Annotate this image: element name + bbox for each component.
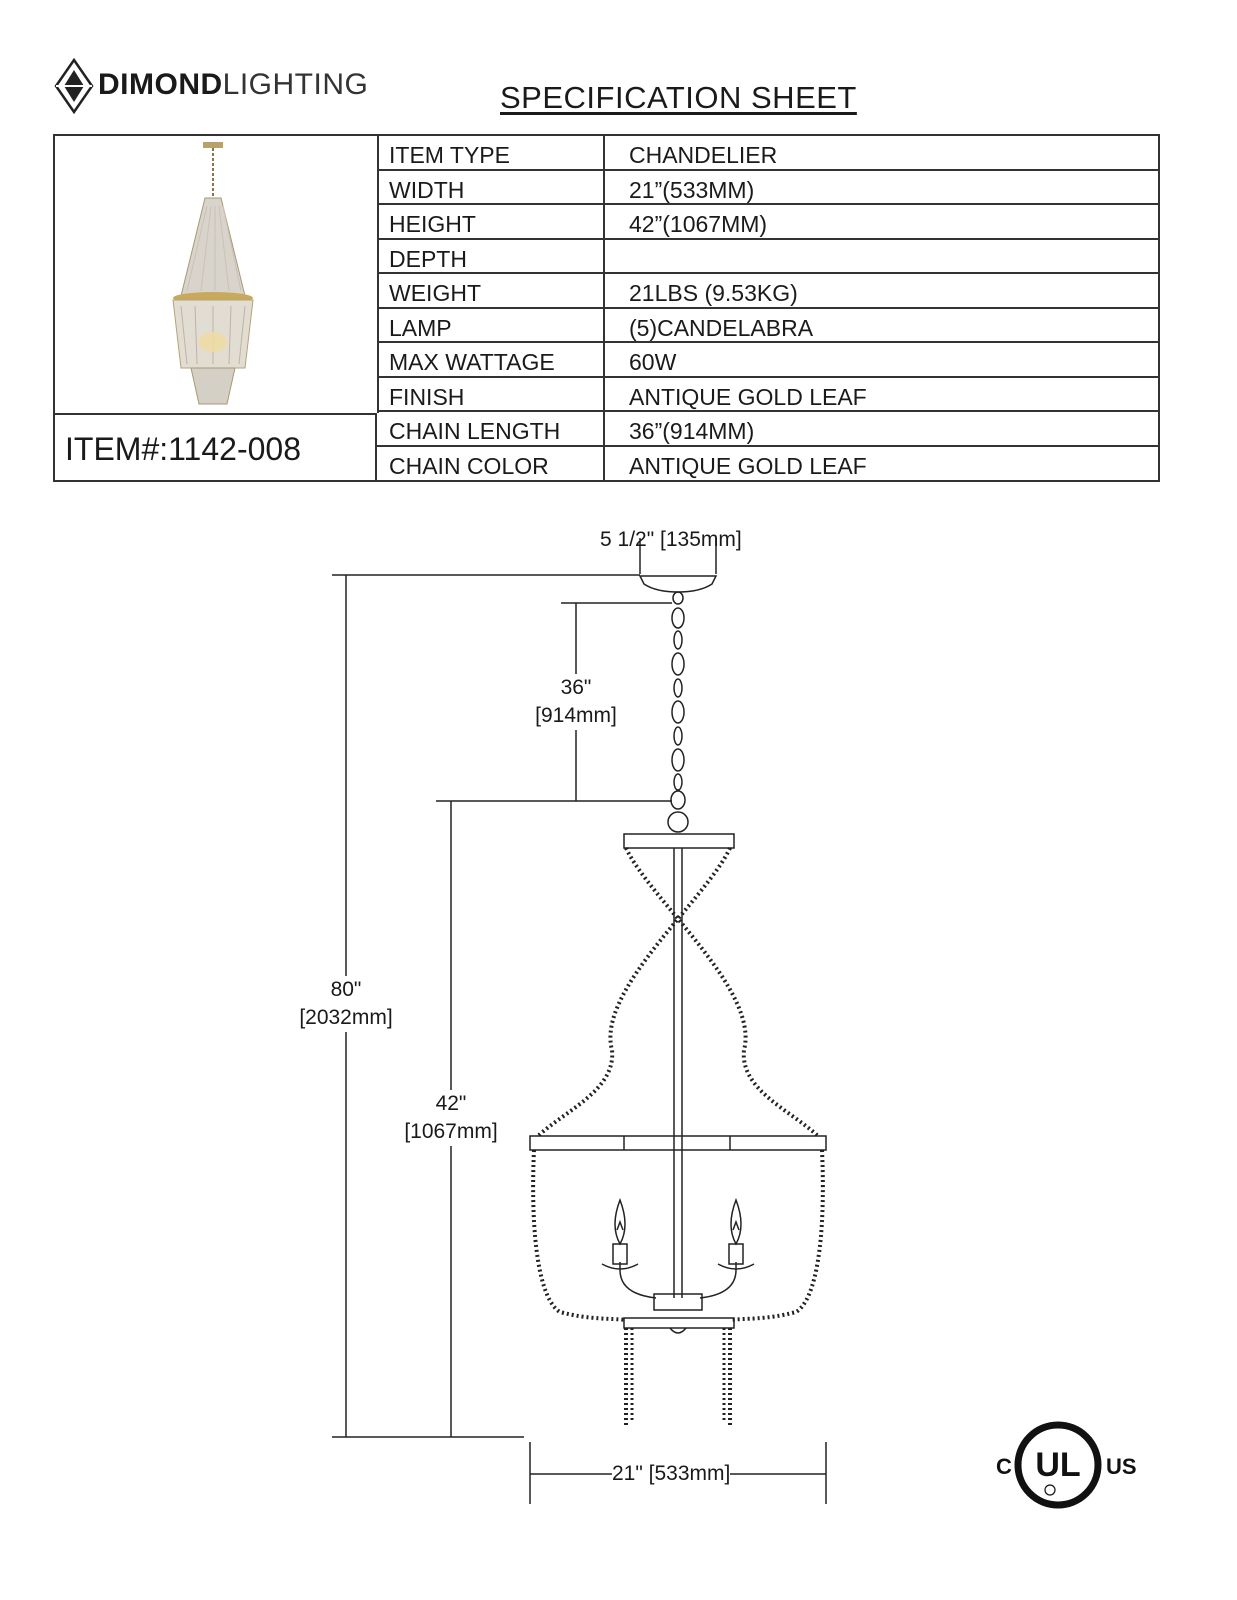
spec-label: FINISH <box>389 383 465 410</box>
item-number-cell: ITEM#:1142-008 <box>55 413 377 482</box>
spec-row: MAX WATTAGE 60W <box>377 343 1160 378</box>
spec-label: DEPTH <box>389 245 467 272</box>
brand-name: DIMONDLIGHTING <box>98 68 368 102</box>
dimension-drawing <box>332 538 827 1504</box>
brand-logo: DIMONDLIGHTING <box>52 57 382 115</box>
spec-rows: ITEM TYPE CHANDELIER WIDTH 21”(533MM) HEIG… <box>377 136 1160 481</box>
cert-right: US <box>1106 1454 1137 1479</box>
spec-row: DEPTH <box>377 239 1160 274</box>
body-dimension: 42" [1067mm] <box>396 1090 506 1146</box>
spec-value: (5)CANDELABRA <box>629 314 814 341</box>
chain-dimension: 36" [914mm] <box>528 674 624 730</box>
ul-certification-logo: C UL US <box>990 1410 1140 1520</box>
chandelier-photo-icon <box>172 142 254 405</box>
spec-row: FINISH ANTIQUE GOLD LEAF <box>377 377 1160 412</box>
overall-dimension-in: 80" <box>330 978 362 1001</box>
spec-value: ANTIQUE GOLD LEAF <box>629 452 867 479</box>
spec-row: LAMP (5)CANDELABRA <box>377 308 1160 343</box>
page-title: SPECIFICATION SHEET <box>500 80 857 115</box>
canopy-dimension: 5 1/2" [135mm] <box>600 528 742 551</box>
overall-dimension: 80" [2032mm] <box>290 976 402 1032</box>
body-dimension-mm: [1067mm] <box>404 1120 498 1143</box>
spec-value: 36”(914MM) <box>629 418 755 444</box>
spec-label: WEIGHT <box>389 280 481 306</box>
spec-label: MAX WATTAGE <box>389 349 555 375</box>
spec-row: ITEM TYPE CHANDELIER <box>377 136 1160 171</box>
spec-row: CHAIN COLOR ANTIQUE GOLD LEAF <box>377 446 1160 481</box>
spec-value: CHANDELIER <box>629 142 778 168</box>
spec-label: WIDTH <box>389 176 465 203</box>
chain-dimension-mm: [914mm] <box>535 704 617 727</box>
item-number: ITEM#:1142-008 <box>65 431 301 467</box>
spec-value: 21LBS (9.53KG) <box>629 280 798 306</box>
spec-label: HEIGHT <box>389 211 476 237</box>
spec-value: 42”(1067MM) <box>629 211 768 237</box>
spec-row: WIDTH 21”(533MM) <box>377 170 1160 205</box>
overall-dimension-mm: [2032mm] <box>299 1006 393 1029</box>
spec-row: CHAIN LENGTH 36”(914MM) <box>377 412 1160 447</box>
brand-name-light: LIGHTING <box>222 68 369 101</box>
spec-label: LAMP <box>389 314 452 341</box>
spec-label: CHAIN LENGTH <box>389 418 561 444</box>
spec-value: ANTIQUE GOLD LEAF <box>629 383 867 410</box>
body-dimension-in: 42" <box>435 1092 467 1115</box>
cert-center: UL <box>1035 1446 1080 1484</box>
spec-label: ITEM TYPE <box>389 142 510 168</box>
product-photo <box>55 136 379 413</box>
cert-left: C <box>996 1454 1012 1479</box>
spec-value: 21”(533MM) <box>629 176 755 203</box>
brand-name-bold: DIMOND <box>98 68 223 101</box>
spec-row: HEIGHT 42”(1067MM) <box>377 205 1160 240</box>
spec-value: 60W <box>629 349 677 375</box>
ul-mark-icon: C UL US <box>996 1421 1137 1509</box>
spec-label: CHAIN COLOR <box>389 452 549 479</box>
spec-row: WEIGHT 21LBS (9.53KG) <box>377 274 1160 309</box>
chain-dimension-in: 36" <box>560 676 592 699</box>
diamond-logo-icon <box>54 57 94 115</box>
width-dimension: 21" [533mm] <box>612 1460 731 1488</box>
spec-table: ITEM#:1142-008 ITEM TYPE CHANDELIER WIDTH… <box>53 134 1160 482</box>
